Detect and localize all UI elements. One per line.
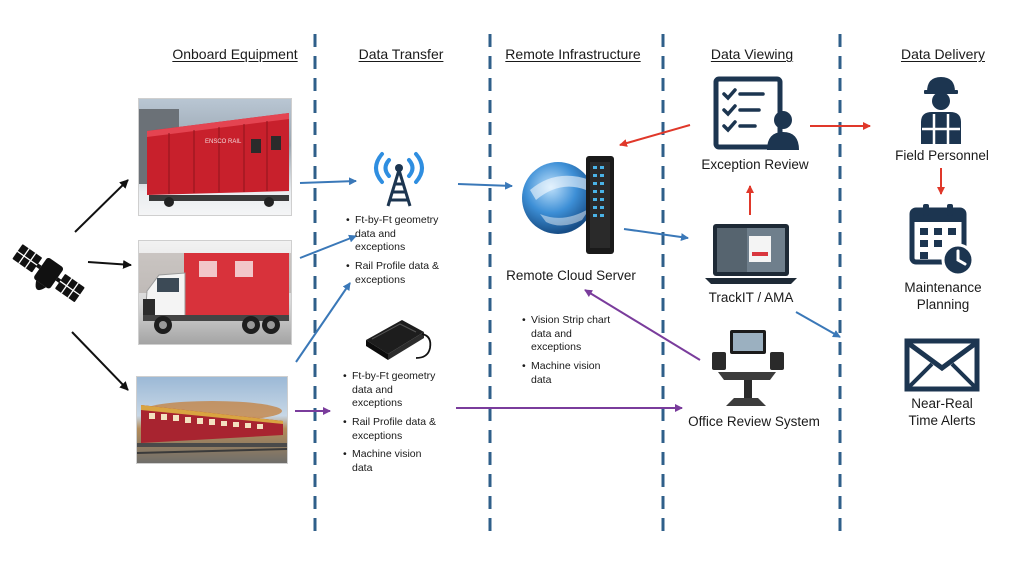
office-workstation-icon — [712, 330, 784, 406]
field-worker-icon — [921, 77, 961, 144]
hard-drive-icon — [366, 320, 432, 360]
boxcar-photo: ENSCO RAIL — [138, 98, 292, 216]
arrow-trackit-to-alerts — [795, 311, 841, 338]
arrow-tower-to-server — [457, 181, 513, 190]
envelope-icon — [904, 338, 980, 392]
column-header-delivery: Data Delivery — [900, 46, 986, 62]
drive-bullet-rail-profile: Rail Profile data &exceptions — [343, 416, 436, 443]
column-header-onboard: Onboard Equipment — [172, 46, 298, 62]
column-header-viewing: Data Viewing — [710, 46, 794, 62]
column-header-remote: Remote Infrastructure — [505, 46, 641, 62]
trackit-label: TrackIT / AMA — [708, 290, 794, 305]
field-personnel-label: Field Personnel — [895, 148, 989, 163]
arrow-satellite-to-truck — [87, 259, 132, 269]
wireless-tower-icon — [374, 152, 424, 207]
arrow-railcar-to-tower — [295, 282, 351, 363]
arrow-satellite-to-boxcar — [74, 179, 129, 233]
cloud-server-label: Remote Cloud Server — [506, 268, 636, 283]
cloud-server-icon — [522, 156, 614, 254]
exception-review-label: Exception Review — [701, 157, 809, 172]
arrow-review-to-server — [619, 124, 691, 147]
truck-photo — [138, 240, 292, 345]
exception-review-icon — [713, 76, 799, 150]
arrow-boxcar-to-tower — [299, 177, 357, 186]
column-header-transfer: Data Transfer — [358, 46, 444, 62]
wireless-bullet-rail-profile: Rail Profile data &exceptions — [346, 260, 439, 287]
arrow-server-to-trackit — [623, 228, 689, 241]
laptop-icon — [705, 224, 797, 284]
railcar-photo — [136, 376, 288, 464]
office-review-label: Office Review System — [688, 414, 820, 429]
calendar-clock-icon — [909, 204, 975, 277]
arrow-satellite-to-railcar — [71, 331, 129, 391]
satellite-icon — [12, 244, 85, 302]
boxcar-lettering: ENSCO RAIL — [205, 139, 242, 145]
